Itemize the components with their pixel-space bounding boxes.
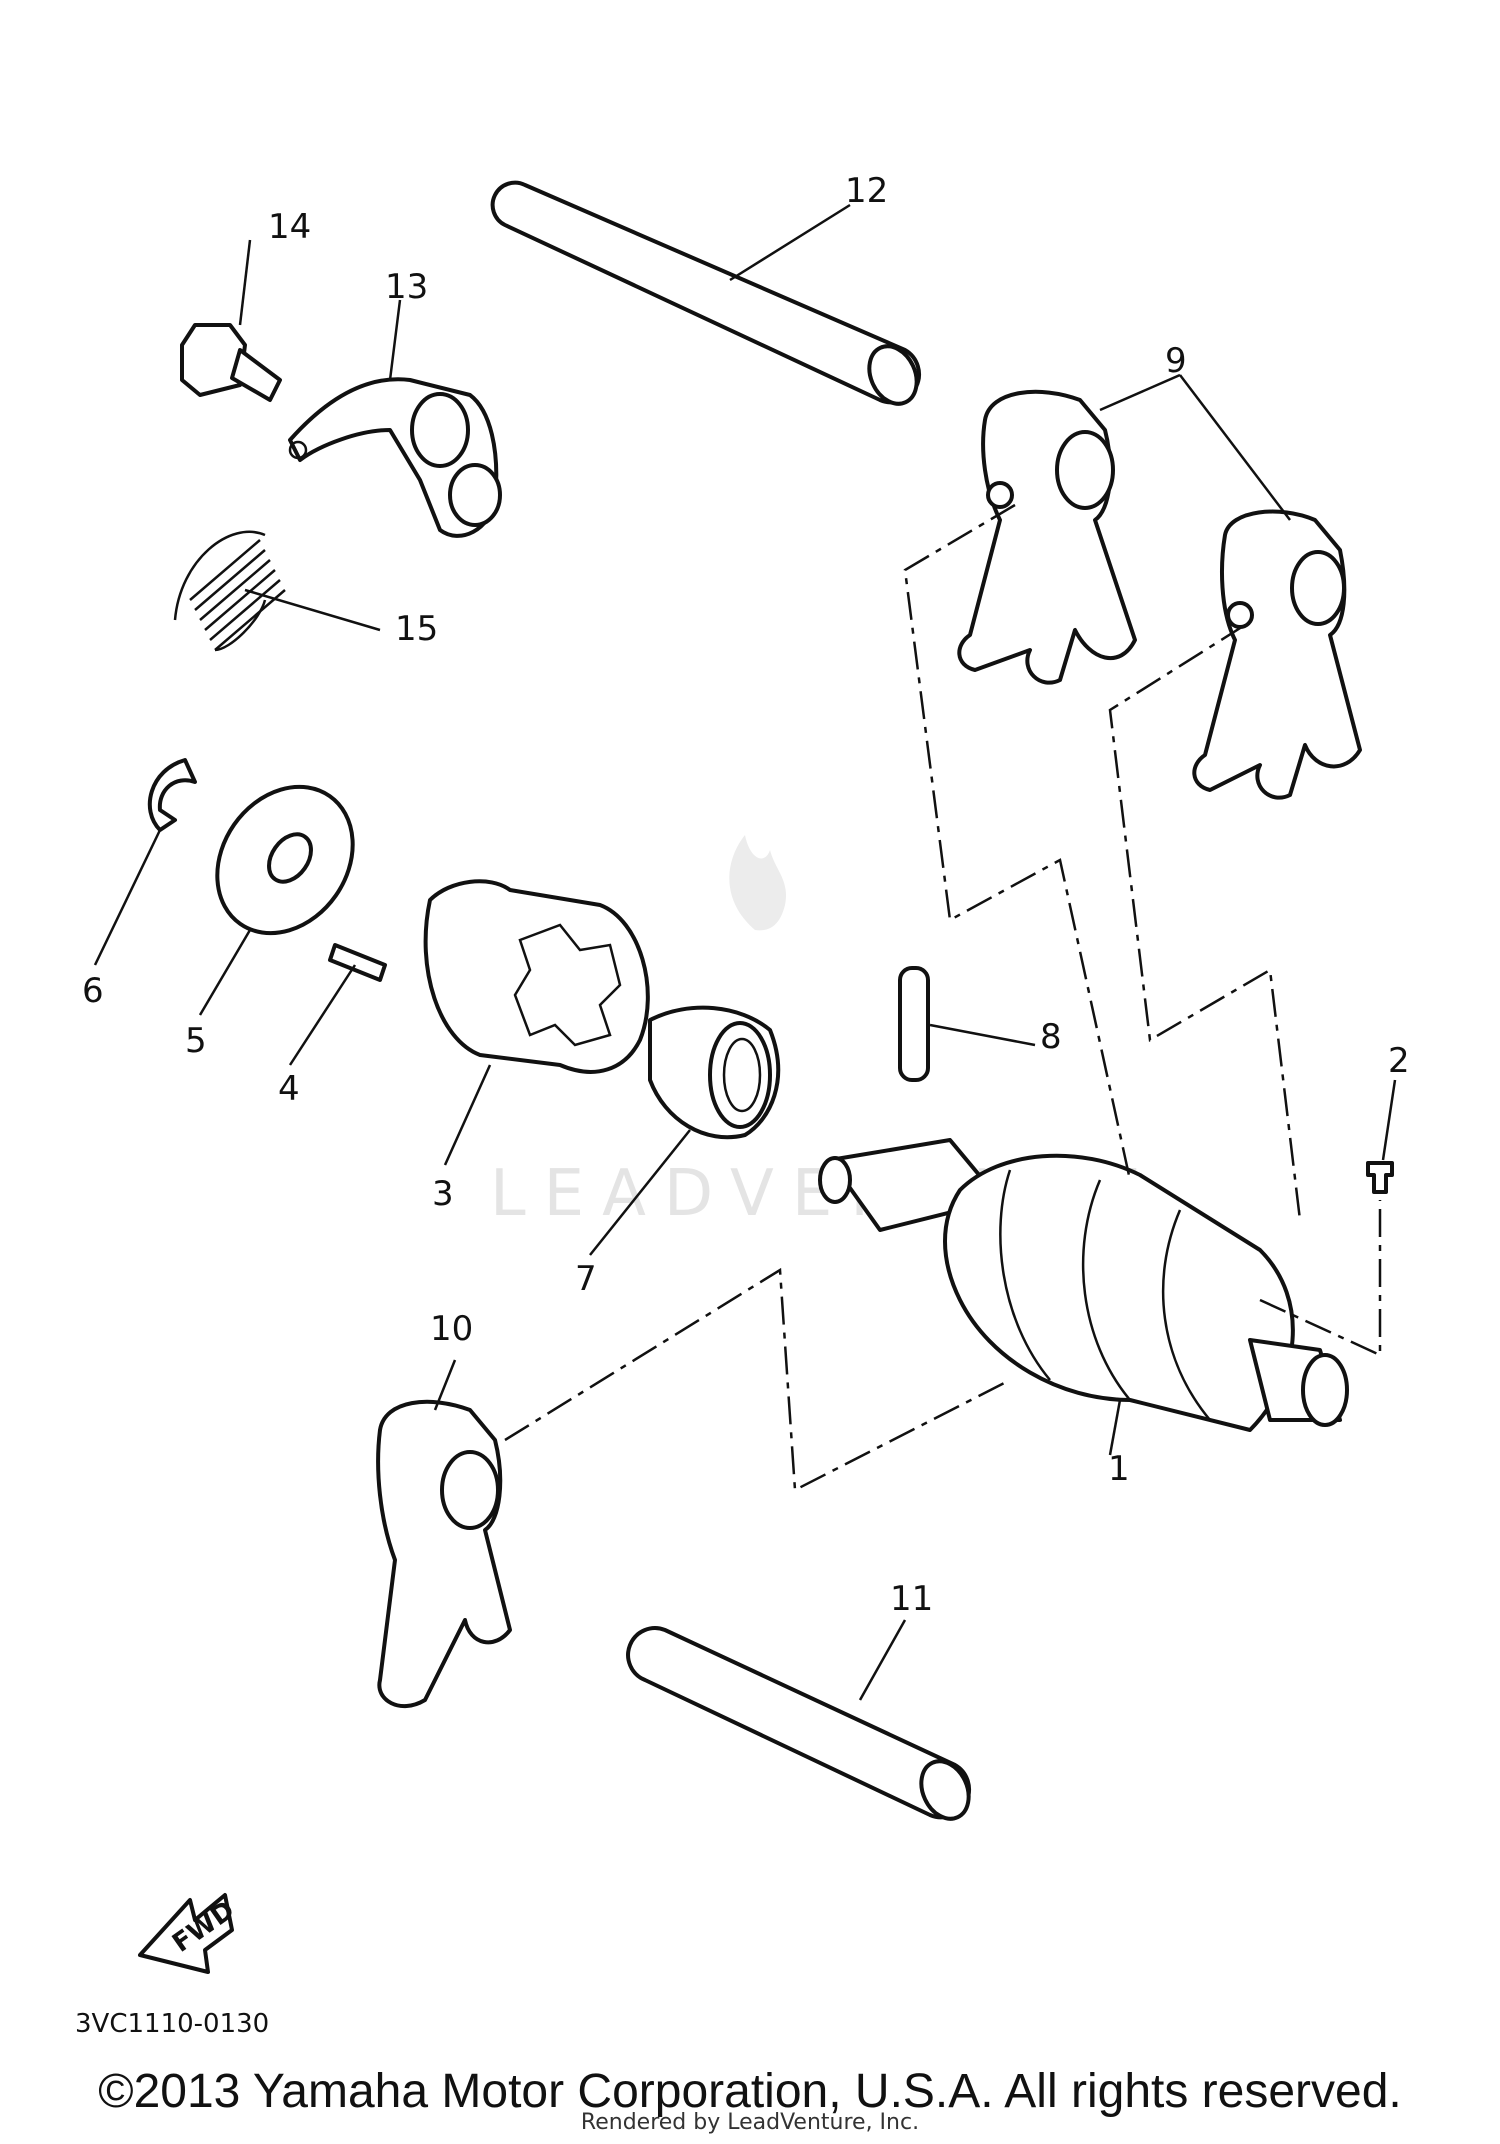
part-8-pin <box>898 966 930 1082</box>
part-14-bolt <box>180 323 282 402</box>
callout-9: 9 <box>1165 341 1187 381</box>
part-3-segment <box>423 879 650 1074</box>
part-11-rod <box>626 1626 972 1821</box>
callout-10: 10 <box>430 1309 473 1349</box>
watermark-flame-icon <box>729 835 787 931</box>
part-6-circlip <box>147 758 197 832</box>
callout-5: 5 <box>185 1021 207 1061</box>
copyright-text: ©2013 Yamaha Motor Corporation, U.S.A. A… <box>98 2065 1402 2118</box>
assembly-lines <box>504 503 1382 1492</box>
callout-8: 8 <box>1040 1017 1062 1057</box>
part-7-bearing <box>648 1005 781 1140</box>
callout-13: 13 <box>385 267 428 307</box>
callout-4: 4 <box>278 1069 300 1109</box>
callout-7: 7 <box>575 1259 597 1299</box>
part-1-shift-drum <box>818 1138 1349 1432</box>
part-15-spring <box>173 530 286 652</box>
callout-14: 14 <box>268 207 311 247</box>
leader-lines <box>93 203 1397 1701</box>
callout-15: 15 <box>395 609 438 649</box>
callout-6: 6 <box>82 971 104 1011</box>
callout-labels: 1 2 3 4 5 6 7 8 9 10 11 12 13 14 15 <box>82 171 1410 1619</box>
part-9-shift-fork-a <box>957 389 1137 685</box>
part-13-stopper-lever <box>288 377 502 538</box>
part-2-screw <box>1366 1161 1394 1194</box>
diagram-code: 3VC1110-0130 <box>75 2009 269 2039</box>
part-5-washer <box>215 784 355 936</box>
part-9-shift-fork-b <box>1192 509 1362 800</box>
callout-1: 1 <box>1108 1449 1130 1489</box>
fwd-arrow-icon: FWD <box>138 1893 240 1974</box>
part-12-rod <box>490 180 922 406</box>
callout-2: 2 <box>1388 1041 1410 1081</box>
rendered-by-text: Rendered by LeadVenture, Inc. <box>580 2110 920 2135</box>
part-10-shift-fork <box>376 1399 512 1708</box>
part-4-pin <box>328 943 387 982</box>
callout-11: 11 <box>890 1579 933 1619</box>
callout-12: 12 <box>845 171 888 211</box>
callout-3: 3 <box>432 1174 454 1214</box>
